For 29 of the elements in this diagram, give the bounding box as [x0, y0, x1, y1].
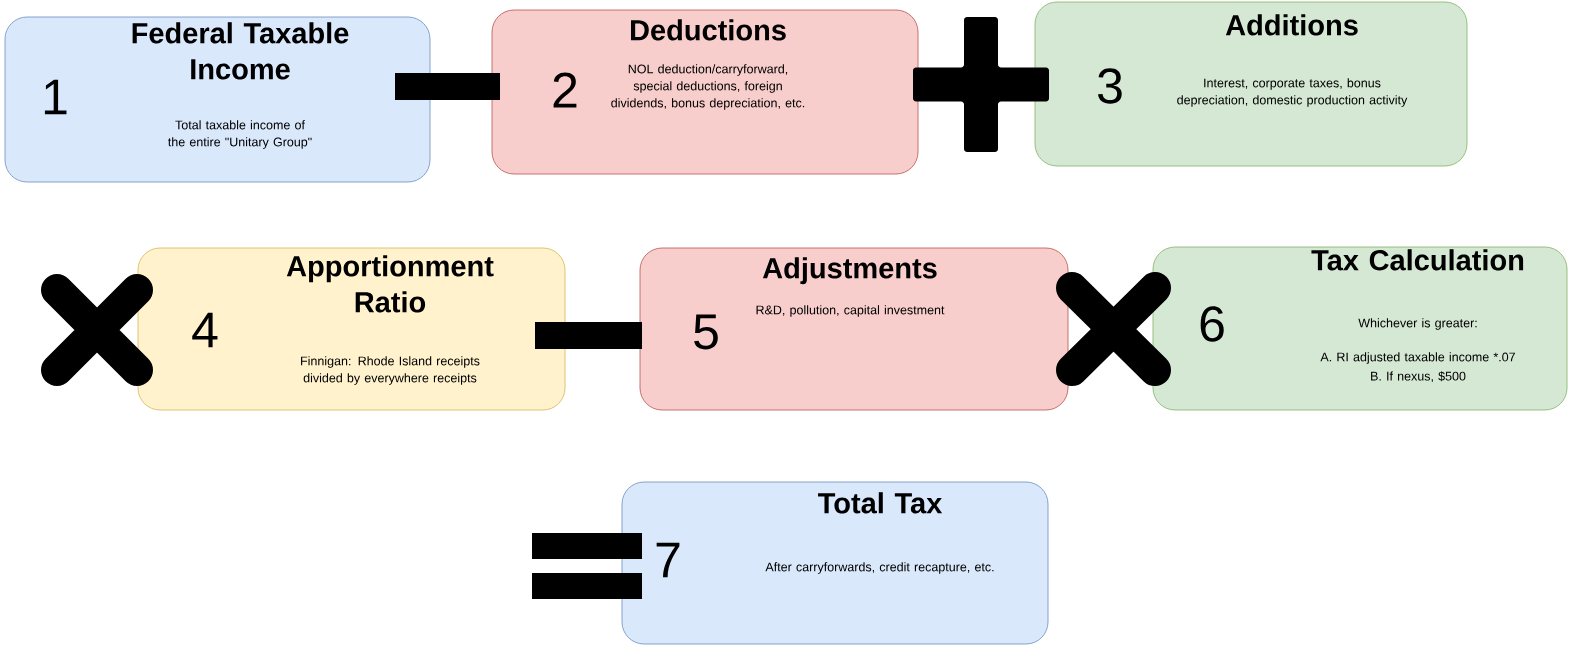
- box-title: Deductions: [631, 19, 786, 41]
- times-sign: [1056, 272, 1171, 386]
- step-number: 3: [1098, 68, 1122, 104]
- step-number: 4: [192, 312, 218, 348]
- box-description: B. If nexus, $500: [1371, 371, 1466, 383]
- box-description: R&D, pollution, capital investment: [756, 305, 945, 317]
- minus-sign: [535, 322, 642, 349]
- box-description: NOL deduction/carryforward, special deductions, foreign dividends, bonus depreciation, etc.: [611, 64, 805, 110]
- box-title: Federal Taxable Income: [132, 22, 349, 80]
- step-number: 2: [553, 72, 577, 108]
- box-description: Interest, corporate taxes, bonus depreciation, domestic production activity: [1177, 78, 1408, 107]
- box-description: A. RI adjusted taxable income *.07: [1320, 352, 1515, 364]
- step-number: 7: [656, 542, 680, 578]
- box-description: After carryforwards, credit recapture, etc.: [765, 562, 994, 574]
- box-title: Apportionment Ratio: [286, 255, 494, 313]
- box-title: Tax Calculation: [1311, 249, 1524, 271]
- step-number: 5: [694, 314, 718, 350]
- equals-sign: [532, 533, 642, 599]
- box-title: Total Tax: [818, 492, 943, 514]
- step-number: 6: [1200, 306, 1224, 342]
- box-description: Whichever is greater:: [1358, 318, 1477, 330]
- box-description: Total taxable income of the entire "Unitary Group": [168, 120, 312, 149]
- minus-sign: [395, 73, 500, 100]
- box-title: Adjustments: [762, 257, 937, 285]
- step-number: 1: [44, 79, 67, 115]
- times-sign: [41, 274, 153, 386]
- box-title: Additions: [1225, 14, 1358, 36]
- box-description: Finnigan: Rhode Island receipts divided by everywhere receipts: [301, 356, 480, 385]
- plus-sign: [913, 17, 1049, 152]
